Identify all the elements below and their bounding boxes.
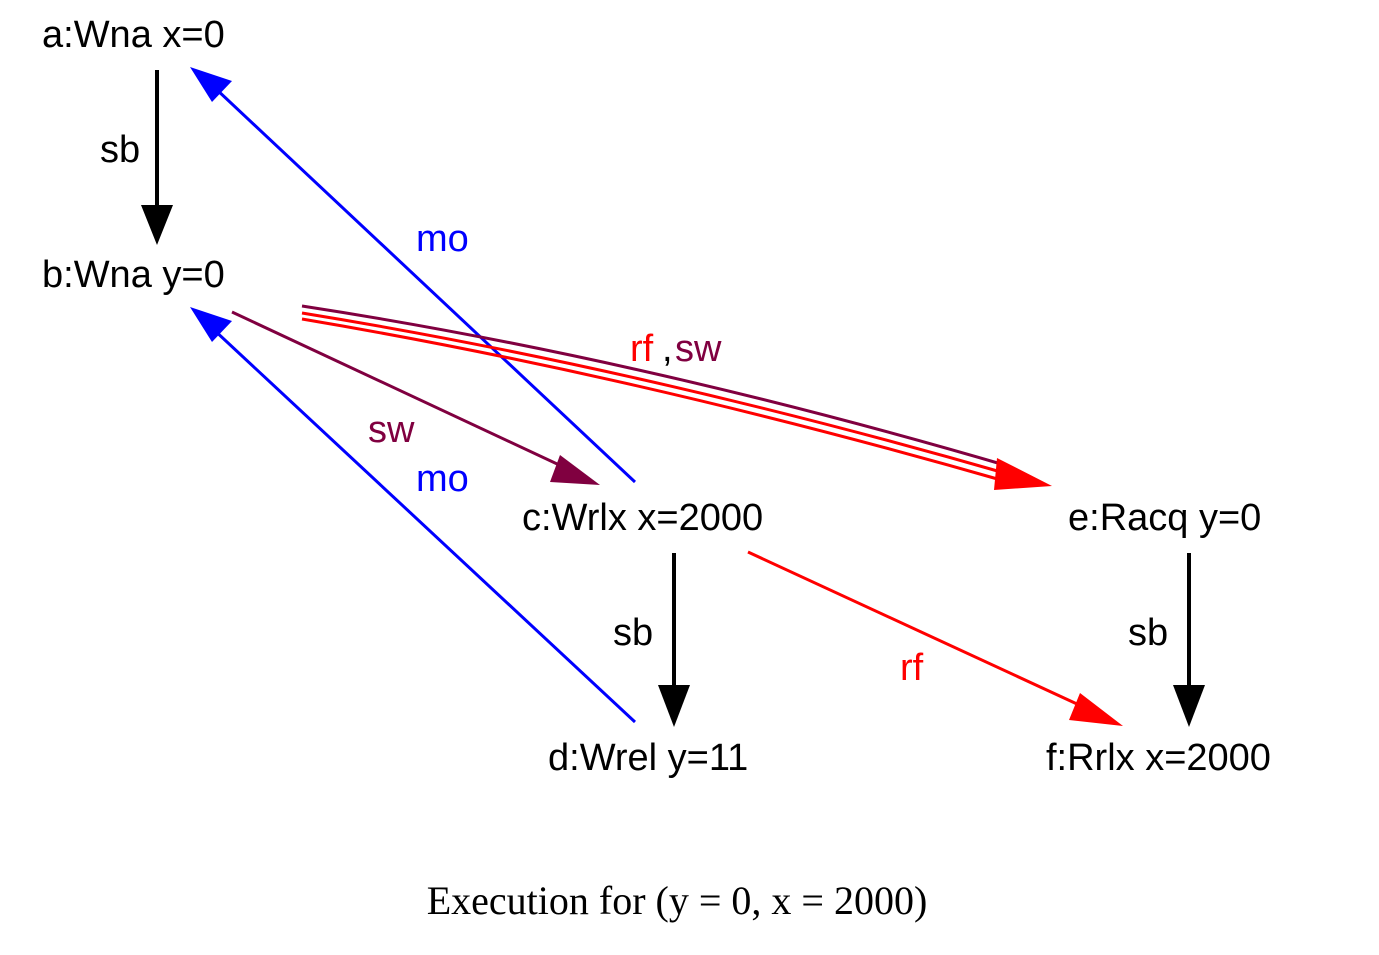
edge-c-d-sb: sb: [613, 553, 690, 727]
node-c: c:Wrlx x=2000: [522, 497, 763, 539]
node-d: d:Wrel y=11: [548, 737, 748, 779]
edge-c-f-rf: rf: [747, 550, 1123, 726]
edge-label-mo-ca: mo: [416, 218, 469, 260]
edge-label-sb-cd: sb: [613, 612, 653, 654]
edge-label-comma-be: ,: [662, 328, 673, 370]
edge-label-rf-be: rf: [630, 328, 654, 370]
edge-label-sb-ef: sb: [1128, 612, 1168, 654]
edge-b-c-sw: sw: [231, 310, 600, 485]
node-b: b:Wna y=0: [42, 254, 225, 296]
figure-caption: Execution for (y = 0, x = 2000): [427, 878, 928, 923]
edge-label-sw-be: sw: [675, 328, 722, 370]
node-e: e:Racq y=0: [1068, 497, 1261, 539]
edge-e-f-sb: sb: [1128, 553, 1205, 727]
edge-label-mo-db: mo: [416, 458, 469, 500]
node-f: f:Rrlx x=2000: [1046, 737, 1271, 779]
edge-label-sw-bc: sw: [368, 409, 415, 451]
edge-a-b-sb: sb: [100, 70, 173, 245]
edge-d-b-mo: mo: [190, 307, 637, 724]
node-a: a:Wna x=0: [42, 14, 225, 56]
edge-label-rf-cf: rf: [900, 647, 924, 689]
edge-c-a-mo: mo: [190, 67, 637, 484]
edge-b-e-rf-sw: rf , sw: [301, 304, 1052, 490]
edge-label-sb-ab: sb: [100, 129, 140, 171]
